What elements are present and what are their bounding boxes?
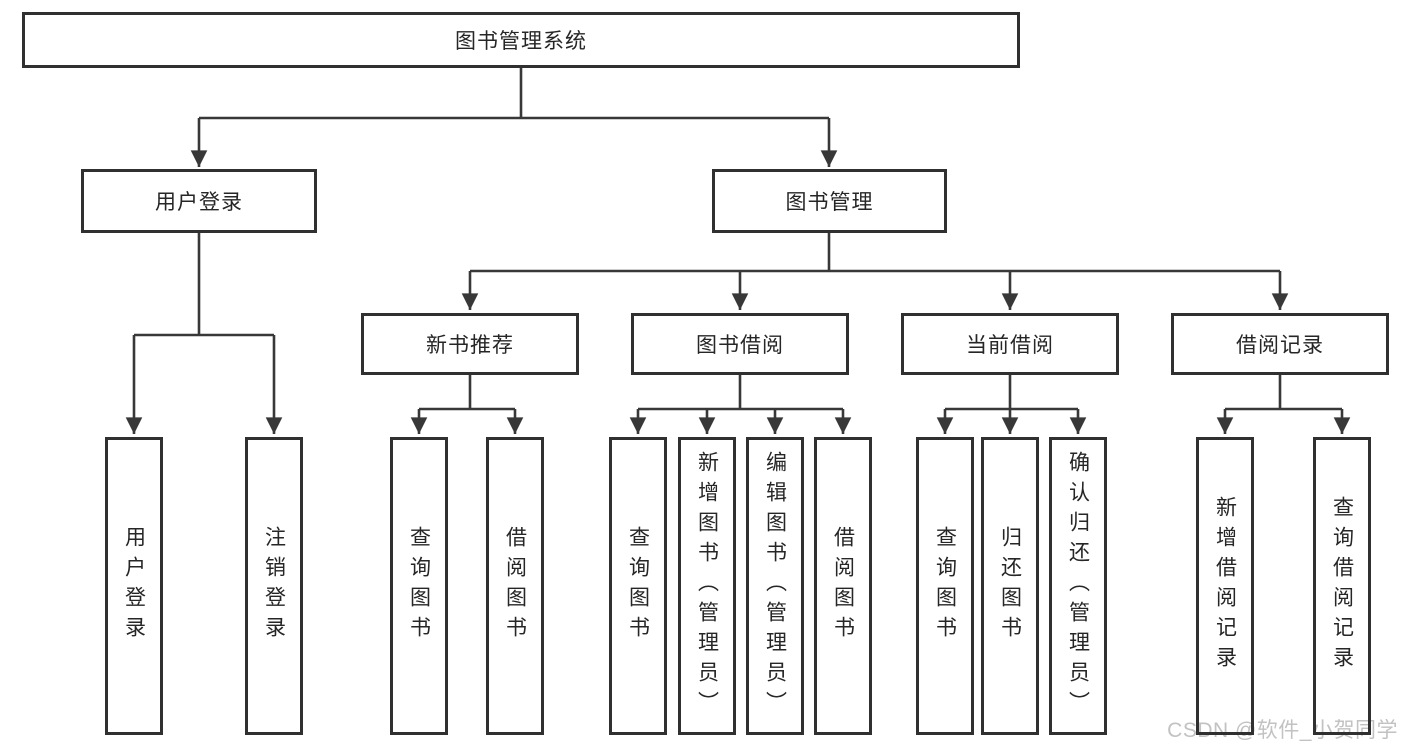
leaf-logout-label: 注销登录 — [262, 526, 286, 646]
node-borrowing-records: 借阅记录 — [1171, 313, 1389, 375]
leaf-edit-book-admin: 编辑图书（管理员） — [746, 437, 804, 735]
leaf-query-books-current: 查询图书 — [916, 437, 974, 735]
leaf-add-borrow-record: 新增借阅记录 — [1196, 437, 1254, 735]
leaf-user-login-label: 用户登录 — [122, 526, 146, 646]
node-user-login-module-label: 用户登录 — [155, 191, 243, 214]
node-new-book-recommend: 新书推荐 — [361, 313, 579, 375]
node-book-management-module-label: 图书管理 — [785, 191, 874, 214]
leaf-confirm-return-admin-label: 确认归还（管理员） — [1066, 451, 1090, 721]
leaf-add-book-admin-label: 新增图书（管理员） — [695, 451, 719, 721]
node-new-book-recommend-label: 新书推荐 — [426, 334, 514, 357]
leaf-user-login: 用户登录 — [105, 437, 163, 735]
leaf-borrow-books-borrowing: 借阅图书 — [814, 437, 872, 735]
node-current-borrowing-label: 当前借阅 — [966, 334, 1054, 357]
leaf-add-borrow-record-label: 新增借阅记录 — [1213, 496, 1237, 676]
leaf-add-book-admin: 新增图书（管理员） — [678, 437, 736, 735]
leaf-query-books-current-label: 查询图书 — [933, 526, 957, 646]
leaf-query-borrow-record: 查询借阅记录 — [1313, 437, 1371, 735]
node-user-login-module: 用户登录 — [81, 169, 317, 233]
leaf-borrow-books-recommend: 借阅图书 — [486, 437, 544, 735]
leaf-return-book-label: 归还图书 — [998, 526, 1022, 646]
node-current-borrowing: 当前借阅 — [901, 313, 1119, 375]
leaf-query-borrow-record-label: 查询借阅记录 — [1330, 496, 1354, 676]
node-book-management-module: 图书管理 — [712, 169, 947, 233]
node-book-borrowing: 图书借阅 — [631, 313, 849, 375]
leaf-borrow-books-borrowing-label: 借阅图书 — [831, 526, 855, 646]
leaf-return-book: 归还图书 — [981, 437, 1039, 735]
leaf-logout: 注销登录 — [245, 437, 303, 735]
leaf-query-books-borrowing: 查询图书 — [609, 437, 667, 735]
node-library-system-label: 图书管理系统 — [455, 30, 587, 53]
leaf-query-books-recommend: 查询图书 — [390, 437, 448, 735]
leaf-borrow-books-recommend-label: 借阅图书 — [503, 526, 527, 646]
node-book-borrowing-label: 图书借阅 — [696, 334, 784, 357]
leaf-edit-book-admin-label: 编辑图书（管理员） — [763, 451, 787, 721]
node-library-system: 图书管理系统 — [22, 12, 1020, 68]
node-borrowing-records-label: 借阅记录 — [1236, 334, 1324, 357]
csdn-watermark: CSDN @软件_小贺同学 — [1167, 719, 1398, 742]
leaf-confirm-return-admin: 确认归还（管理员） — [1049, 437, 1107, 735]
leaf-query-books-recommend-label: 查询图书 — [407, 526, 431, 646]
leaf-query-books-borrowing-label: 查询图书 — [626, 526, 650, 646]
